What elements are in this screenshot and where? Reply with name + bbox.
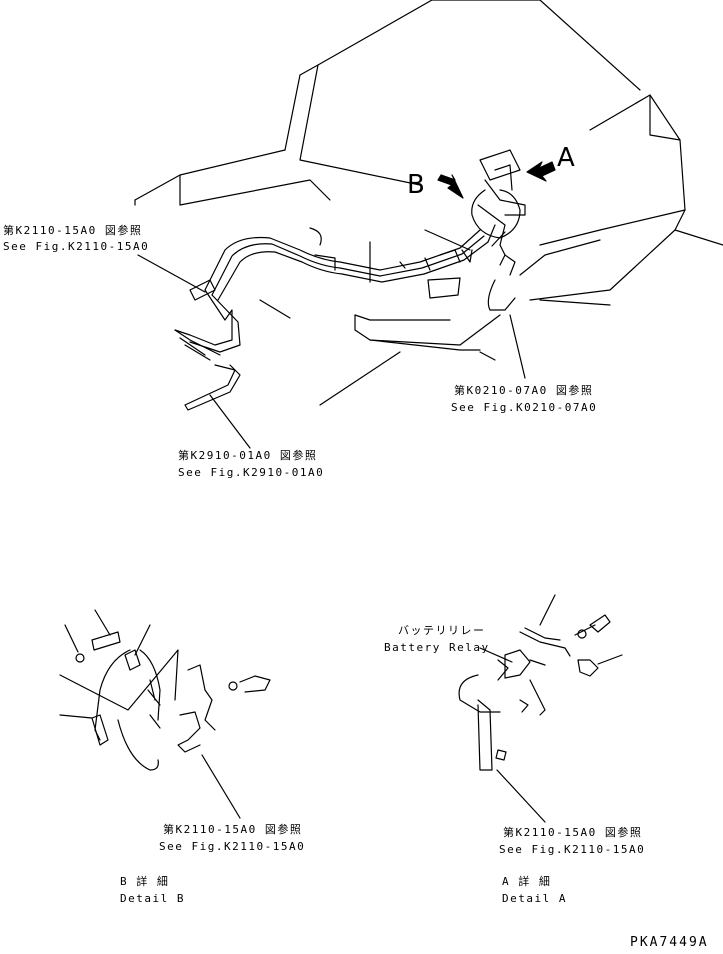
view-marker-a: A xyxy=(557,143,575,173)
view-arrow-a xyxy=(527,162,555,181)
detail-b-drawing xyxy=(60,610,270,818)
callout-top-left-ja: 第K2110-15A0 図参照 xyxy=(3,224,143,237)
main-wire-harness xyxy=(175,150,525,410)
battery-relay-label-ja: バッテリリレー xyxy=(398,624,486,637)
callout-right-en: See Fig.K0210-07A0 xyxy=(451,401,598,414)
view-arrow-b xyxy=(438,175,463,198)
main-leader-lines xyxy=(138,255,525,448)
machine-body-outline xyxy=(135,0,723,405)
detail-a-drawing xyxy=(459,595,622,822)
callout-bottom-en: See Fig.K2910-01A0 xyxy=(178,466,325,479)
detail-a-title-ja: A 詳 細 xyxy=(502,875,552,888)
battery-relay-label-en: Battery Relay xyxy=(384,641,490,654)
drawing-code: PKA7449A xyxy=(630,935,709,950)
detail-b-callout-ja: 第K2110-15A0 図参照 xyxy=(163,823,303,836)
callout-right-ja: 第K0210-07A0 図参照 xyxy=(454,384,594,397)
view-marker-b: B xyxy=(407,170,425,200)
callout-top-left-en: See Fig.K2110-15A0 xyxy=(3,240,150,253)
detail-b-callout-en: See Fig.K2110-15A0 xyxy=(159,840,306,853)
detail-a-callout-ja: 第K2110-15A0 図参照 xyxy=(503,826,643,839)
detail-b-title-ja: B 詳 細 xyxy=(120,875,170,888)
detail-a-callout-en: See Fig.K2110-15A0 xyxy=(499,843,646,856)
callout-bottom-ja: 第K2910-01A0 図参照 xyxy=(178,449,318,462)
detail-a-title-en: Detail A xyxy=(502,892,567,905)
detail-b-title-en: Detail B xyxy=(120,892,185,905)
